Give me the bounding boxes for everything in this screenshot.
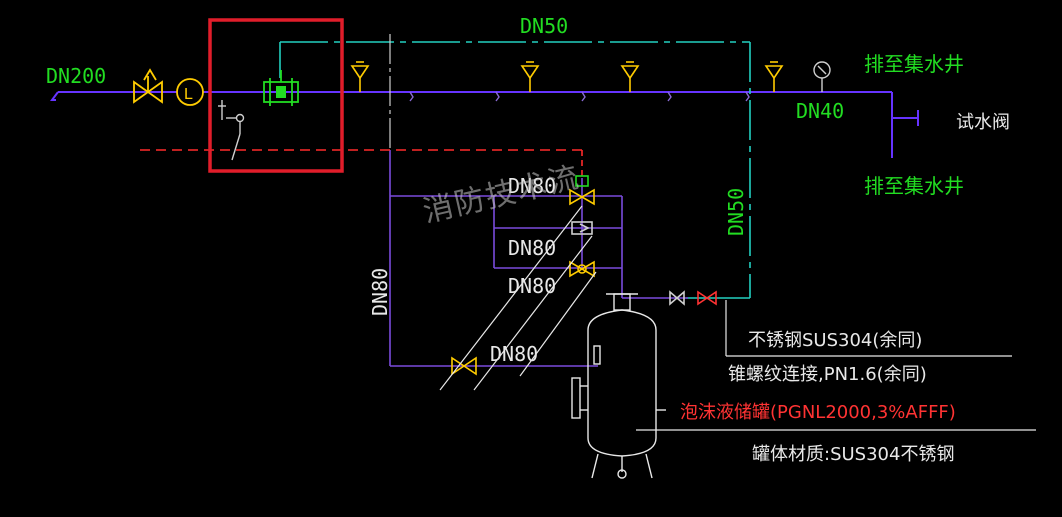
dn50-loop [279,41,751,299]
note-connection: 锥螺纹连接,PN1.6(余同) [728,364,927,385]
note-tank-body: 罐体材质:SUS304不锈钢 [752,444,955,465]
gate-valve-icon [133,68,163,104]
label-dn80-a: DN80 [508,174,557,198]
pressure-switch [218,100,245,161]
branch-valves [451,175,717,376]
label-dn40: DN40 [796,99,845,123]
label-drain-upper: 排至集水井 [864,52,964,76]
label-dn200: DN200 [46,64,107,88]
label-drain-lower: 排至集水井 [864,174,964,198]
vent-heads [350,61,784,92]
label-dn80-vertical: DN80 [368,267,392,316]
flow-meter-icon: L [176,78,204,106]
note-material: 不锈钢SUS304(余同) [748,330,923,351]
pressure-gauge-icon [813,61,831,92]
label-dn50-top: DN50 [520,14,569,38]
highlight-box [208,18,344,173]
label-dn80-b: DN80 [508,236,557,260]
dn80-network [389,150,688,367]
alarm-valve-icon [263,70,299,106]
label-test-valve: 试水阀 [956,112,1010,133]
foam-tank-icon [571,293,666,479]
label-dn80-d: DN80 [490,342,539,366]
label-dn50-vertical: DN50 [724,187,748,236]
branch-stubs [409,91,750,102]
label-dn80-c: DN80 [508,274,557,298]
svg-text:L: L [184,86,193,103]
note-tank: 泡沫液储罐(PGNL2000,3%AFFF) [680,402,956,423]
leader-lines [439,205,1036,431]
